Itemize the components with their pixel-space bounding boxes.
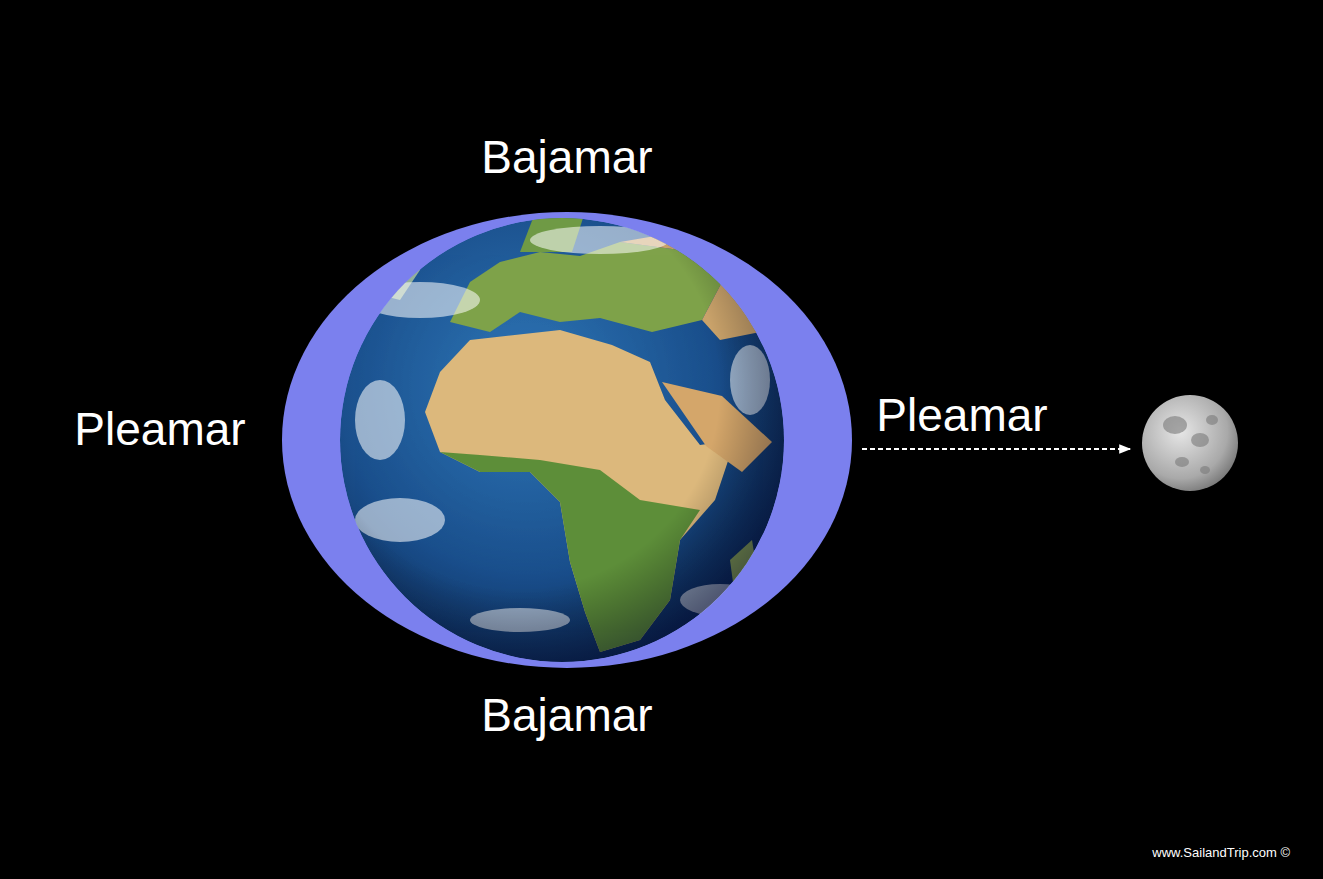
- watermark: www.SailandTrip.com ©: [1152, 846, 1290, 860]
- tide-label: Pleamar: [74, 404, 245, 455]
- tide-label: Pleamar: [876, 390, 1047, 441]
- tide-label: Bajamar: [481, 690, 652, 741]
- gravity-arrow: [862, 448, 1130, 450]
- earth-globe: [340, 200, 784, 662]
- tidal-bulge: [282, 212, 852, 668]
- tide-label: Bajamar: [481, 132, 652, 183]
- moon: [1142, 395, 1238, 491]
